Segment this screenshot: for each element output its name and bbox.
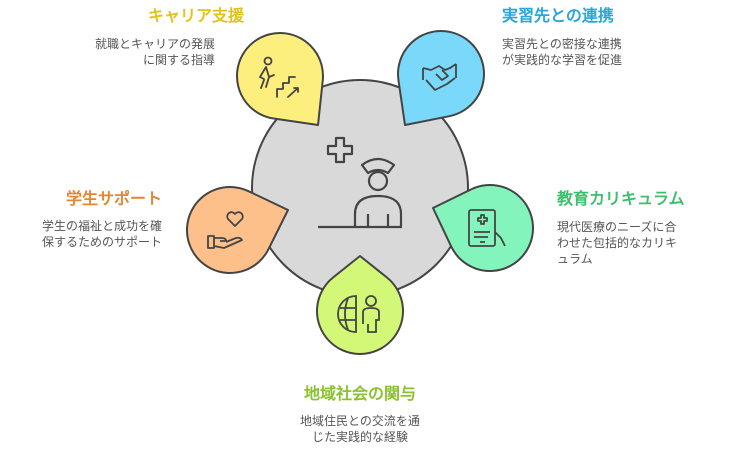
desc-line: 現代医療のニーズに合	[557, 220, 677, 234]
globe-person-icon	[337, 295, 380, 333]
medical-tablet-icon	[468, 209, 506, 247]
item-desc-curriculum: 現代医療のニーズに合わせた包括的なカリキュラム	[557, 219, 677, 267]
desc-line: じた実践的な経験	[311, 430, 408, 444]
desc-line: 保するためのサポート	[41, 235, 162, 249]
item-title-placement-partnership: 実習先との連携	[502, 6, 614, 25]
item-desc-student-support: 学生の福祉と成功を確保するためのサポート	[42, 218, 162, 250]
petal-career-support	[236, 32, 324, 126]
item-title-community: 地域社会の関与	[303, 384, 416, 403]
item-title-curriculum: 教育カリキュラム	[557, 189, 685, 208]
item-title-student-support: 学生サポート	[65, 189, 162, 208]
item-desc-community: 地域住民との交流を通じた実践的な経験	[260, 413, 460, 445]
nurse-medical-icon	[318, 136, 403, 229]
item-title-career-support: キャリア支援	[147, 6, 244, 25]
desc-line: 実習先との密接な連携	[502, 37, 622, 51]
petal-student-support	[186, 186, 289, 274]
handshake-icon	[422, 63, 457, 91]
desc-line: に関する指導	[142, 53, 215, 67]
petal-curriculum	[432, 184, 534, 272]
heart-hand-icon	[207, 211, 244, 249]
item-desc-placement-partnership: 実習先との密接な連携が実践的な学習を促進	[502, 36, 622, 68]
item-desc-career-support: 就職とキャリアの発展に関する指導	[95, 36, 215, 68]
desc-line: 地域住民との交流を通	[300, 414, 420, 428]
petal-community	[316, 255, 404, 355]
desc-line: が実践的な学習を促進	[502, 53, 623, 67]
desc-line: 学生の福祉と成功を確	[41, 219, 162, 233]
desc-line: ュラム	[557, 252, 593, 266]
desc-line: わせた包括的なカリキ	[557, 236, 678, 250]
stairs-climb-icon	[259, 56, 299, 98]
desc-line: 就職とキャリアの発展	[94, 37, 215, 51]
